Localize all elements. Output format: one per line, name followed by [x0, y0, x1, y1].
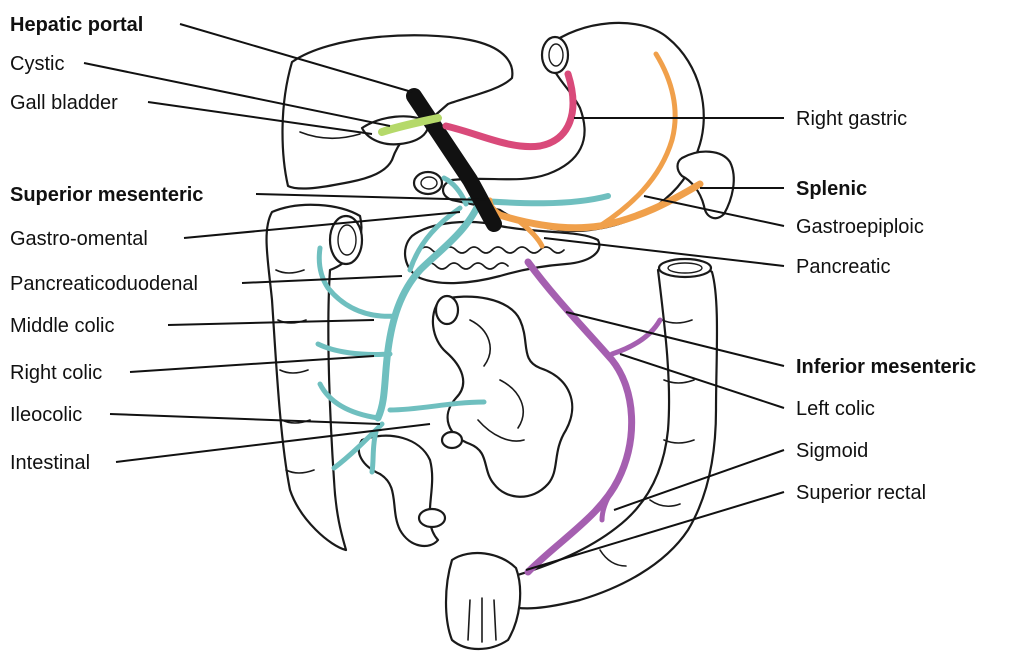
leader-cystic [83, 62, 391, 127]
label-left-colic: Left colic [796, 398, 875, 420]
pylorus-opening-inner [420, 176, 438, 190]
label-superior-mesenteric: Superior mesenteric [10, 184, 203, 206]
leader-gastroepiploic [643, 195, 785, 227]
leader-gall-bladder [147, 101, 373, 135]
label-intestinal: Intestinal [10, 452, 90, 474]
spleen [676, 150, 735, 220]
label-splenic: Splenic [796, 178, 867, 200]
leader-right-colic [129, 355, 375, 373]
leader-pancreaticoduodenal [241, 275, 403, 284]
descending-colon-cut-inner [667, 262, 703, 274]
descending-colon [498, 263, 719, 610]
label-right-colic: Right colic [10, 362, 102, 384]
leader-gastro-omental [183, 211, 461, 239]
liver-fissure [299, 131, 361, 140]
leader-middle-colic [167, 319, 375, 326]
right-gastric-vessel [442, 70, 577, 151]
labels-left: Hepatic portal Cystic Gall bladder Super… [10, 14, 203, 474]
leader-lines [83, 23, 785, 571]
label-middle-colic: Middle colic [10, 315, 114, 337]
esophagus-opening-inner [548, 43, 564, 67]
label-hepatic-portal: Hepatic portal [10, 14, 143, 36]
leader-left-colic [619, 353, 785, 409]
label-pancreaticoduodenal: Pancreaticoduodenal [10, 273, 198, 295]
descending-colon-haustra [599, 319, 695, 567]
small-intestine [431, 295, 574, 498]
label-pancreatic: Pancreatic [796, 256, 891, 278]
label-ileocolic: Ileocolic [10, 404, 82, 426]
small-intestine-cut [434, 294, 460, 326]
leader-superior-rectal [525, 491, 785, 571]
transverse-colon-cut-inner [337, 224, 357, 256]
cystic-vessel [378, 114, 442, 136]
label-cystic: Cystic [10, 53, 64, 75]
ileum-end-cut [417, 507, 447, 529]
ileum-segment [357, 434, 440, 548]
labels-right: Right gastric Splenic Gastroepiploic Pan… [796, 108, 976, 504]
leader-pancreatic [543, 237, 785, 267]
label-inferior-mesenteric: Inferior mesenteric [796, 356, 976, 378]
label-gastro-omental: Gastro-omental [10, 228, 148, 250]
leader-ileocolic [109, 413, 381, 425]
organs [265, 21, 735, 650]
ileum-cut [440, 430, 464, 450]
rectum [444, 552, 522, 650]
leader-hepatic-portal [179, 23, 413, 93]
hepatic-portal-vessel [406, 88, 502, 232]
leader-inferior-mesenteric [565, 311, 785, 367]
label-gastroepiploic: Gastroepiploic [796, 216, 924, 238]
label-right-gastric: Right gastric [796, 108, 907, 130]
leader-intestinal [115, 423, 431, 463]
leader-sigmoid [613, 449, 785, 511]
label-superior-rectal: Superior rectal [796, 482, 926, 504]
rectum-lines [467, 597, 497, 643]
leader-superior-mesenteric [255, 193, 487, 201]
small-intestine-folds [469, 319, 525, 442]
label-gall-bladder: Gall bladder [10, 92, 118, 114]
label-sigmoid: Sigmoid [796, 440, 868, 462]
